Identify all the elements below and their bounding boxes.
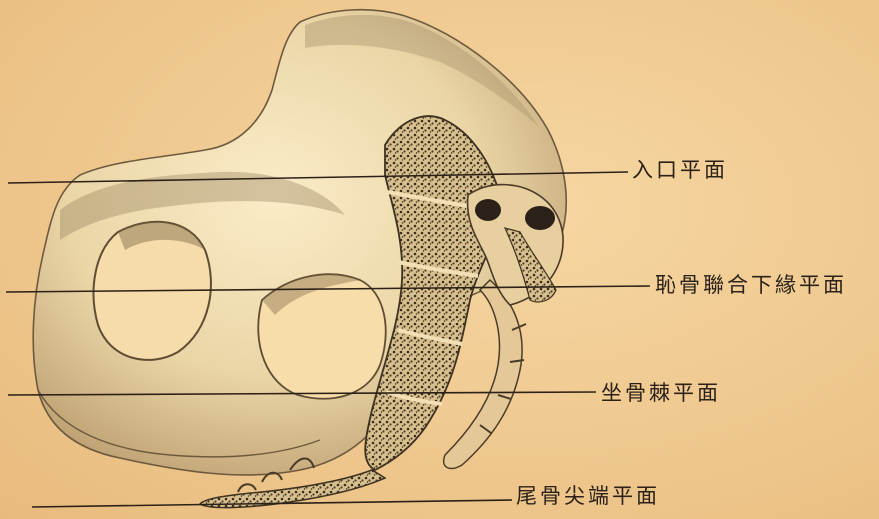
- inlet-plane-label: 入口平面: [632, 158, 728, 182]
- pubic-symphysis-plane-label: 恥骨聯合下緣平面: [655, 273, 847, 297]
- coccyx-tip-plane-label: 尾骨尖端平面: [516, 484, 660, 508]
- ischial-spine-plane-label: 坐骨棘平面: [601, 381, 721, 405]
